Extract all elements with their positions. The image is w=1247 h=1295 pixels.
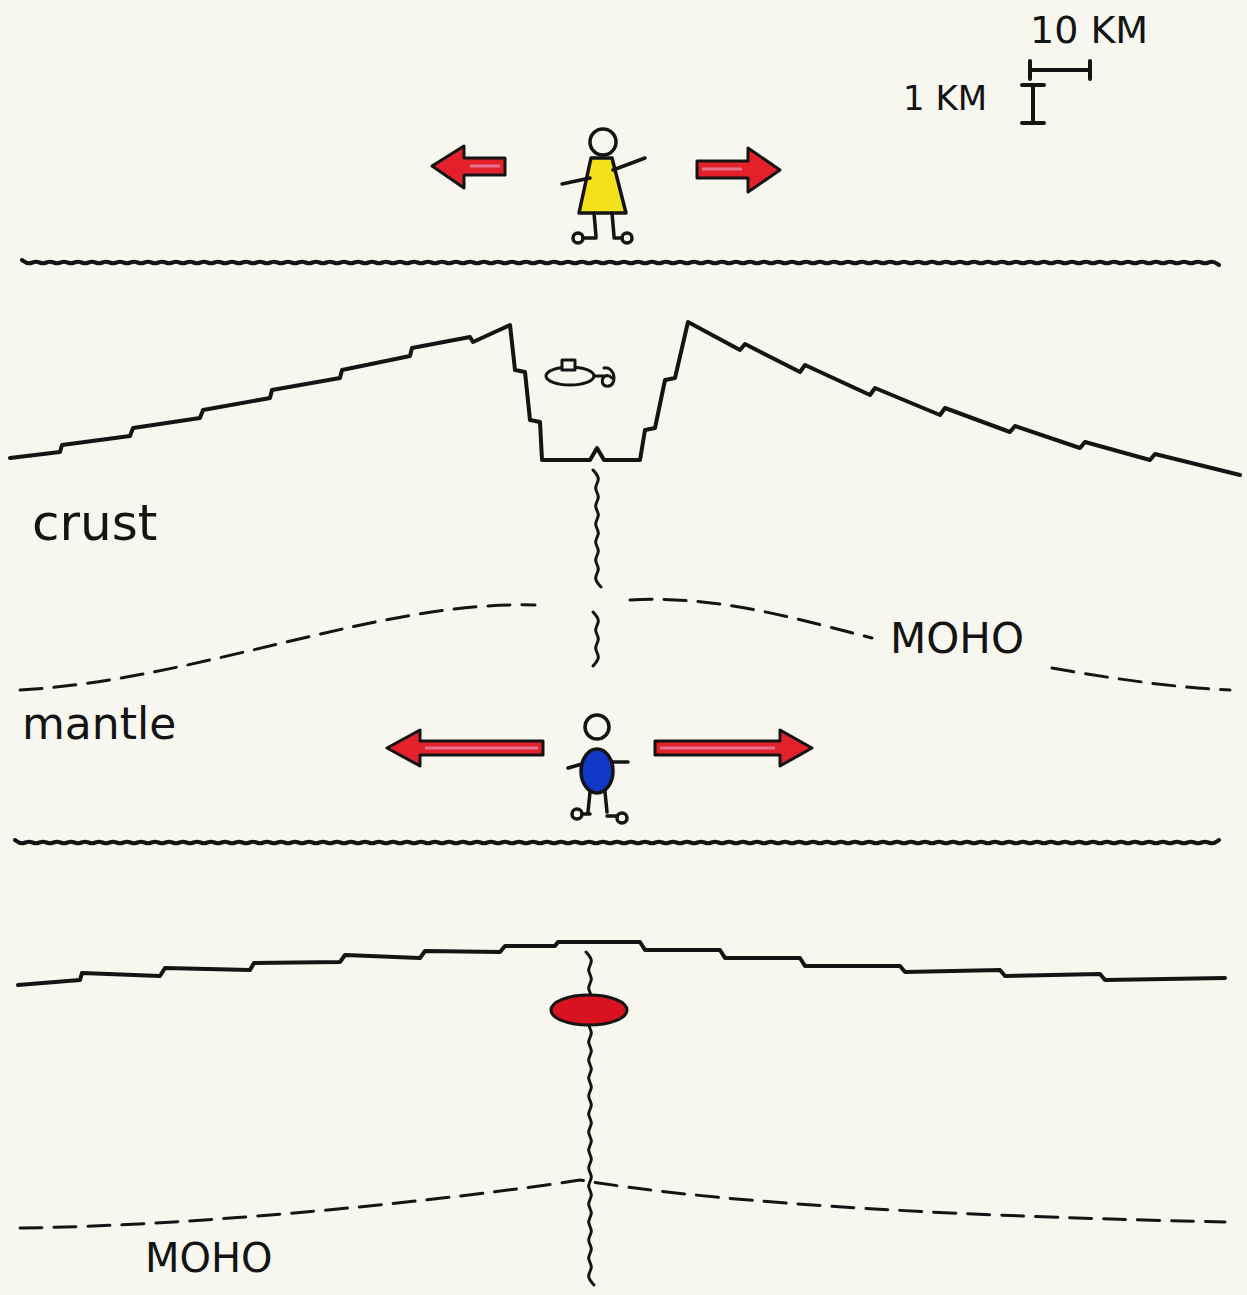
- boundary-label: MOHO: [145, 1236, 273, 1280]
- scale-bar: [1022, 85, 1044, 123]
- boundary-label: MOHO: [890, 616, 1024, 662]
- scale-label: 10 KM: [1030, 10, 1148, 52]
- dike-crack: [593, 470, 601, 587]
- scale-label: 1 KM: [903, 80, 987, 117]
- person-figure: [568, 715, 628, 823]
- person-figure: [562, 129, 645, 243]
- moho-line: [20, 1180, 1225, 1228]
- moho-line: [20, 599, 1230, 690]
- submarine-icon: [546, 360, 614, 386]
- spreading-arrow: [387, 146, 812, 766]
- magma-lens: [551, 995, 627, 1025]
- arrow-highlight: [425, 166, 775, 748]
- layer-label: crust: [32, 496, 157, 551]
- dike-crack: [593, 612, 598, 666]
- sea-surface: [15, 840, 1219, 843]
- seafloor: [10, 322, 1240, 475]
- scale-bar: [1030, 61, 1090, 79]
- seafloor: [18, 942, 1225, 985]
- sea-surface: [22, 260, 1219, 265]
- layer-label: mantle: [22, 700, 176, 748]
